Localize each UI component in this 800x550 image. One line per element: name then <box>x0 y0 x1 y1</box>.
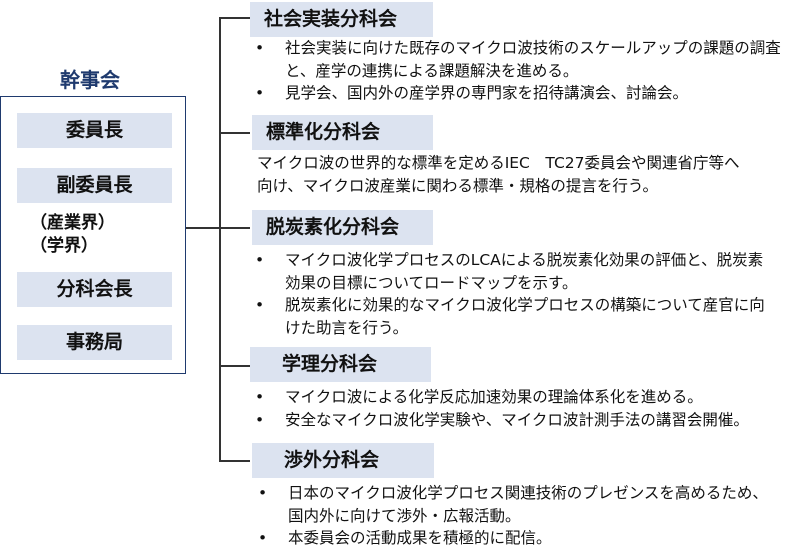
subcommittee-description: •社会実装に向けた既存のマイクロ波技術のスケールアップの課題の調査 と、産学の連… <box>255 37 781 105</box>
list-item: と、産学の連携による課題解決を進める。 <box>285 61 579 80</box>
role-subcommittee-chair: 分科会長 <box>17 272 172 307</box>
subcommittee-description: •マイクロ波による化学反応加速効果の理論体系化を進める。 •安全なマイクロ波化学… <box>255 386 749 431</box>
description-line: マイクロ波の世界的な標準を定めるIEC TC27委員会や関連省庁等へ <box>257 154 740 172</box>
list-item: •マイクロ波化学プロセスのLCAによる脱炭素化効果の評価と、脱炭素 <box>255 251 764 269</box>
list-item: •日本のマイクロ波化学プロセス関連技術のプレゼンスを高めるため、 <box>258 484 768 502</box>
executive-committee-title: 幹事会 <box>60 68 120 92</box>
description-line: 向け、マイクロ波産業に関わる標準・規格の提言を行う。 <box>257 176 658 195</box>
subcommittee-heading-decarbonization: 脱炭素化分科会 <box>252 210 433 245</box>
list-item: •社会実装に向けた既存のマイクロ波技術のスケールアップの課題の調査 <box>255 39 781 57</box>
list-item: •マイクロ波による化学反応加速効果の理論体系化を進める。 <box>255 388 703 406</box>
list-item: •脱炭素化に効果的なマイクロ波化学プロセスの構築について産官に向 <box>255 296 765 314</box>
role-secretariat: 事務局 <box>17 325 172 360</box>
list-item: 効果の目標についてロードマップを示す。 <box>285 273 578 292</box>
list-item: •安全なマイクロ波化学実験や、マイクロ波計測手法の講習会開催。 <box>255 410 749 429</box>
subcommittee-heading-theory: 学理分科会 <box>250 347 431 382</box>
connector-branch <box>219 460 250 462</box>
affiliation-industry: （産業界） <box>30 213 115 233</box>
list-item: •本委員会の活動成果を積極的に配信。 <box>258 529 552 547</box>
subcommittee-heading-external-relations: 渉外分科会 <box>252 443 434 478</box>
role-vice-chair: 副委員長 <box>17 168 172 203</box>
connector-branch <box>219 17 250 19</box>
connector-trunk <box>219 17 221 461</box>
connector-branch <box>219 365 250 367</box>
list-item: けた助言を行う。 <box>285 318 409 337</box>
affiliation-academia: （学界） <box>30 236 98 256</box>
connector-main <box>186 227 220 229</box>
subcommittee-description: •日本のマイクロ波化学プロセス関連技術のプレゼンスを高めるため、 国内外に向けて… <box>258 482 768 550</box>
subcommittee-heading-standardization: 標準化分科会 <box>252 115 433 150</box>
subcommittee-description: •マイクロ波化学プロセスのLCAによる脱炭素化効果の評価と、脱炭素 効果の目標に… <box>255 249 765 339</box>
connector-branch <box>219 132 250 134</box>
role-chair: 委員長 <box>17 113 172 148</box>
list-item: 国内外に向けて渉外・広報活動。 <box>288 506 521 525</box>
list-item: •見学会、国内外の産学界の専門家を招待講演会、討論会。 <box>255 84 689 102</box>
executive-committee-box <box>0 96 186 374</box>
connector-branch <box>219 227 250 229</box>
subcommittee-description: マイクロ波の世界的な標準を定めるIEC TC27委員会や関連省庁等へ 向け、マイ… <box>257 152 740 197</box>
subcommittee-heading-social-implementation: 社会実装分科会 <box>250 2 433 37</box>
